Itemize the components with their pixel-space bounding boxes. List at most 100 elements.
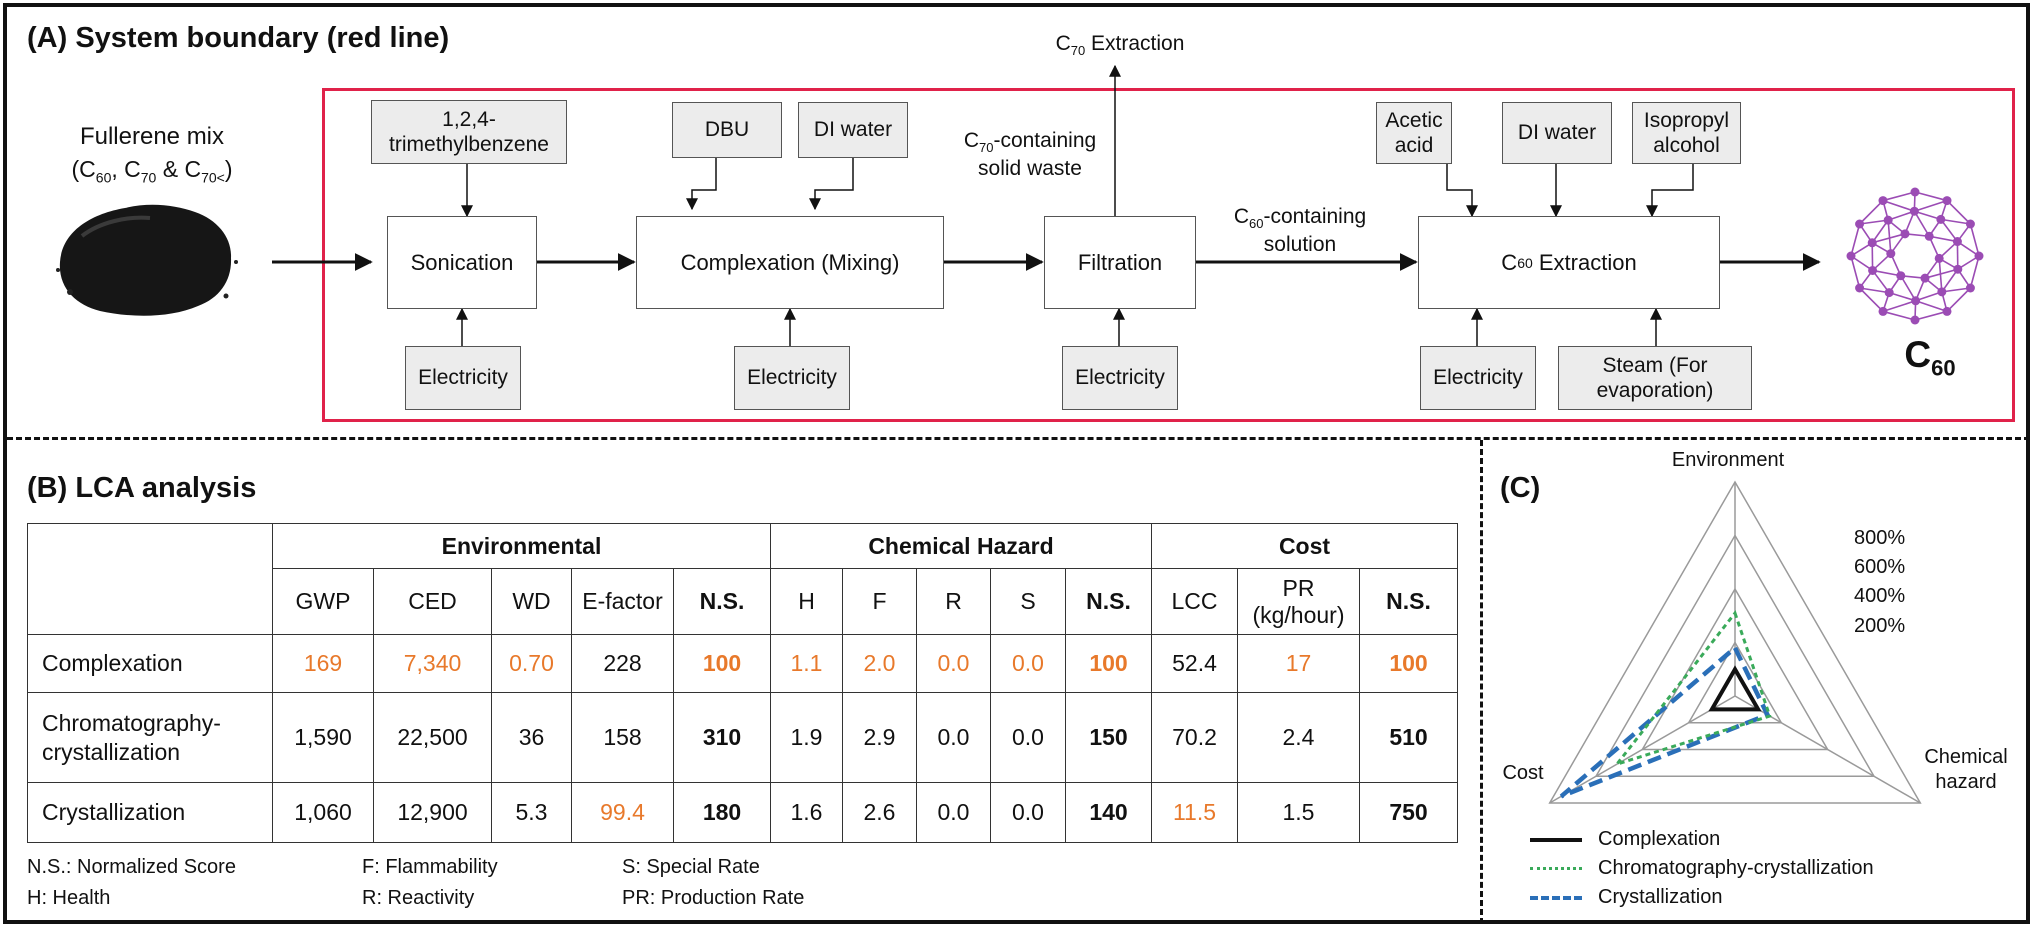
panel-b-title: (B) LCA analysis [27,472,257,504]
table-cell: 100 [1359,634,1458,693]
table-cell: 158 [571,692,674,783]
table-cell: 1.1 [770,634,843,693]
note-h: H: Health [27,887,111,909]
table-cell: 52.4 [1151,634,1238,693]
row-label: Crystallization [27,782,273,843]
legend-item: Complexation [1530,825,1874,854]
table-cell: 0.0 [990,782,1066,843]
ring-label: 600% [1854,556,1905,578]
column-header: S [990,568,1066,635]
group-cost: Cost [1151,523,1458,569]
column-header: N.S. [1065,568,1152,635]
table-cell: 1,590 [272,692,374,783]
input-di-water-1: DI water [798,102,908,158]
table-cell: 228 [571,634,674,693]
table-cell: 1.6 [770,782,843,843]
legend-swatch [1530,895,1582,900]
table-cell: 169 [272,634,374,693]
table-cell: 0.0 [916,634,991,693]
feed-composition: (C60, C70 & C70<) [71,156,233,186]
table-cell: 510 [1359,692,1458,783]
table-cell: 5.3 [491,782,572,843]
input-acetic-acid: Acetic acid [1376,102,1452,164]
column-header: E-factor [571,568,674,635]
process-complexation: Complexation (Mixing) [636,216,944,309]
note-s: S: Special Rate [622,856,760,878]
process-filtration: Filtration [1044,216,1196,309]
input-electricity-3: Electricity [1062,346,1178,410]
note-f: F: Flammability [362,856,498,878]
series-line [1559,644,1771,799]
c70-extraction-label: C70 Extraction [1055,32,1185,59]
radar-ring [1548,480,1922,804]
legend-label: Complexation [1598,828,1721,850]
c60-molecule-icon [1846,187,1984,325]
panel-a-title: (A) System boundary (red line) [27,22,450,54]
legend-label: Crystallization [1598,886,1723,908]
note-ns: N.S.: Normalized Score [27,856,236,878]
axis-label: Cost [1502,762,1544,784]
fullerene-powder-image [56,204,238,316]
legend-item: Crystallization [1530,883,1874,912]
table-cell: 36 [491,692,572,783]
legend-swatch [1530,867,1582,870]
table-cell: 11.5 [1151,782,1238,843]
note-pr: PR: Production Rate [622,887,805,909]
radar-ring [1641,587,1829,751]
process-sonication: Sonication [387,216,537,309]
column-header: R [916,568,991,635]
column-header: WD [491,568,572,635]
table-cell: 2.6 [842,782,917,843]
input-electricity-4: Electricity [1420,346,1536,410]
table-cell: 100 [1065,634,1152,693]
table-cell: 17 [1237,634,1360,693]
input-di-water-2: DI water [1502,102,1612,164]
feed-label: Fullerene mix [79,123,225,150]
legend-label: Chromatography-crystallization [1598,857,1874,879]
table-cell: 22,500 [373,692,492,783]
figure-frame [3,3,2030,924]
column-header: GWP [272,568,374,635]
input-trimethylbenzene: 1,2,4-trimethylbenzene [371,100,567,164]
axis-label: Environment [1672,449,1785,471]
group-chemical-hazard: Chemical Hazard [770,523,1152,569]
table-cell: 0.0 [916,692,991,783]
table-cell: 2.4 [1237,692,1360,783]
product-label: C60 [1904,334,1956,381]
note-r: R: Reactivity [362,887,475,909]
input-steam: Steam (For evaporation) [1558,346,1752,410]
table-cell: 1.5 [1237,782,1360,843]
group-environmental: Environmental [272,523,771,569]
column-header: CED [373,568,492,635]
table-cell: 1,060 [272,782,374,843]
input-electricity-2: Electricity [734,346,850,410]
column-header: N.S. [673,568,771,635]
ring-label: 200% [1854,615,1905,637]
column-header: LCC [1151,568,1238,635]
input-isopropyl-alcohol: Isopropyl alcohol [1632,102,1741,164]
column-header: N.S. [1359,568,1458,635]
table-cell: 99.4 [571,782,674,843]
panel-divider-horizontal [7,437,2030,440]
table-corner [27,523,273,635]
column-header: PR (kg/hour) [1237,568,1360,635]
table-cell: 100 [673,634,771,693]
table-cell: 150 [1065,692,1152,783]
legend-item: Chromatography-crystallization [1530,854,1874,883]
table-cell: 2.0 [842,634,917,693]
panel-divider-vertical [1480,440,1483,924]
radar-spoke [1549,695,1736,804]
table-cell: 140 [1065,782,1152,843]
ring-label: 800% [1854,527,1905,549]
table-cell: 2.9 [842,692,917,783]
table-cell: 0.0 [916,782,991,843]
table-cell: 310 [673,692,771,783]
